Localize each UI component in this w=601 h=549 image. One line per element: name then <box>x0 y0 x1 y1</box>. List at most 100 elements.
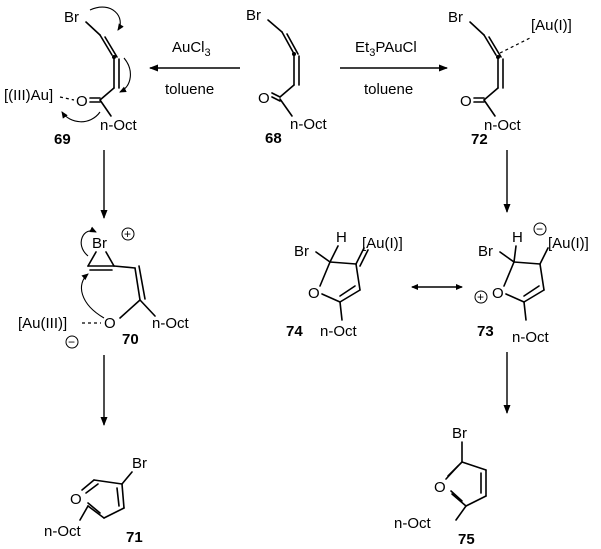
c71-chain-label: n-Oct <box>44 523 82 540</box>
c72-br-label: Br <box>448 9 463 26</box>
c69-number: 69 <box>54 131 71 148</box>
c73-bond <box>505 293 525 303</box>
c74-o-label: O <box>308 285 320 302</box>
c72-bond <box>483 34 497 56</box>
c71-bond <box>121 483 125 509</box>
c72-coordination <box>499 37 531 54</box>
c68-bond <box>286 33 299 55</box>
c73-bond <box>539 263 545 291</box>
c69-bond <box>99 34 113 56</box>
c71-bond <box>85 483 99 494</box>
c68-bond <box>271 96 281 102</box>
c73-br-label: Br <box>478 243 493 260</box>
c75-bond <box>465 495 487 507</box>
c74-bond <box>359 249 369 267</box>
c70-curly-arrow <box>80 273 105 319</box>
c71-bond <box>93 479 123 485</box>
c72-bond <box>488 36 502 58</box>
c70-br-plus-sym: + <box>124 227 131 241</box>
c75-bond <box>445 465 459 480</box>
c68-bond <box>281 31 294 53</box>
c74-bond <box>329 261 357 265</box>
c73-chain-label: n-Oct <box>512 329 550 346</box>
c70-bond <box>134 267 141 301</box>
c71-bond <box>116 487 120 507</box>
c70-minus <box>65 335 79 349</box>
reagent-aucl3: AuCl3 <box>172 39 211 59</box>
c68-number: 68 <box>265 130 282 147</box>
c73-bond <box>503 261 515 287</box>
c73-bond <box>513 245 517 263</box>
c69-curly-arrow <box>119 57 131 93</box>
c73-bond <box>523 301 527 321</box>
c74-bond <box>319 261 331 287</box>
c75-chain-label: n-Oct <box>394 515 432 532</box>
arrow-to-69: AuCl3 toluene <box>149 39 240 98</box>
c72-bond <box>483 99 496 117</box>
c69-bond <box>85 21 101 36</box>
c75-bond <box>455 505 467 521</box>
c74-h-label: H <box>336 229 347 246</box>
compound-74: Br H [Au(I)] O n-Oct 74 <box>286 229 403 340</box>
c70-o-label: O <box>104 315 116 332</box>
c70-bond <box>113 265 136 269</box>
c75-bond <box>461 461 487 471</box>
c72-bond <box>469 21 485 36</box>
c69-o-label: O <box>76 93 88 110</box>
c73-plus <box>474 290 488 304</box>
c75-bond <box>451 493 467 507</box>
c74-metal-label: [Au(I)] <box>362 235 403 252</box>
c69-br-label: Br <box>64 9 79 26</box>
c73-bond <box>523 285 540 297</box>
c70-number: 70 <box>122 331 139 348</box>
c69-bond <box>99 87 115 101</box>
c75-br-label: Br <box>452 425 467 442</box>
c70-bond <box>139 299 156 317</box>
c75-o-label: O <box>434 479 446 496</box>
solvent-right: toluene <box>364 81 413 98</box>
compound-75: Br O n-Oct 75 <box>394 425 487 548</box>
c71-bond <box>121 471 133 485</box>
c73-bond <box>539 247 549 265</box>
c70-minus-sym: − <box>68 335 75 349</box>
c73-minus <box>533 222 547 236</box>
c75-bond <box>450 490 463 502</box>
c71-bond <box>81 479 95 491</box>
c70-chain-label: n-Oct <box>152 315 190 332</box>
compound-68: Br O n-Oct 68 <box>246 7 328 147</box>
c70-br-label: Br <box>92 235 107 252</box>
c74-bond <box>355 247 365 265</box>
c72-chain-label: n-Oct <box>484 117 522 134</box>
c73-number: 73 <box>477 323 494 340</box>
c73-bond <box>523 289 545 303</box>
c74-number: 74 <box>286 323 303 340</box>
c69-coordination <box>59 96 75 101</box>
c70-curly-arrow <box>80 226 97 257</box>
compound-70: Br + O n-Oct [Au(III)] − 70 <box>18 226 190 349</box>
compound-72: Br [Au(I)] O n-Oct 72 <box>448 9 572 148</box>
c71-number: 71 <box>126 529 143 546</box>
c70-bond <box>119 299 141 319</box>
c75-number: 75 <box>458 531 475 548</box>
c70-metal-label: [Au(III)] <box>18 315 67 332</box>
c73-plus-sym: + <box>477 290 484 304</box>
c74-bond <box>339 289 361 303</box>
c69-bond <box>104 36 118 58</box>
c69-chain-label: n-Oct <box>100 117 138 134</box>
c69-metal-label: [(III)Au] <box>4 87 53 104</box>
c69-bond <box>99 99 112 117</box>
c74-bond <box>315 251 331 263</box>
reagent-et3paucl: Et3PAuCl <box>355 39 417 59</box>
c73-o-label: O <box>492 285 504 302</box>
c74-bond <box>321 293 341 303</box>
c74-bond <box>355 263 361 291</box>
c70-bond <box>138 265 146 300</box>
c72-o-label: O <box>460 93 472 110</box>
c68-bond <box>279 98 293 117</box>
c71-bond <box>87 505 105 519</box>
c69-curly-arrow <box>89 6 124 31</box>
arrow-to-72: Et3PAuCl toluene <box>340 39 448 98</box>
c71-br-label: Br <box>132 455 147 472</box>
c73-bond <box>499 251 515 263</box>
